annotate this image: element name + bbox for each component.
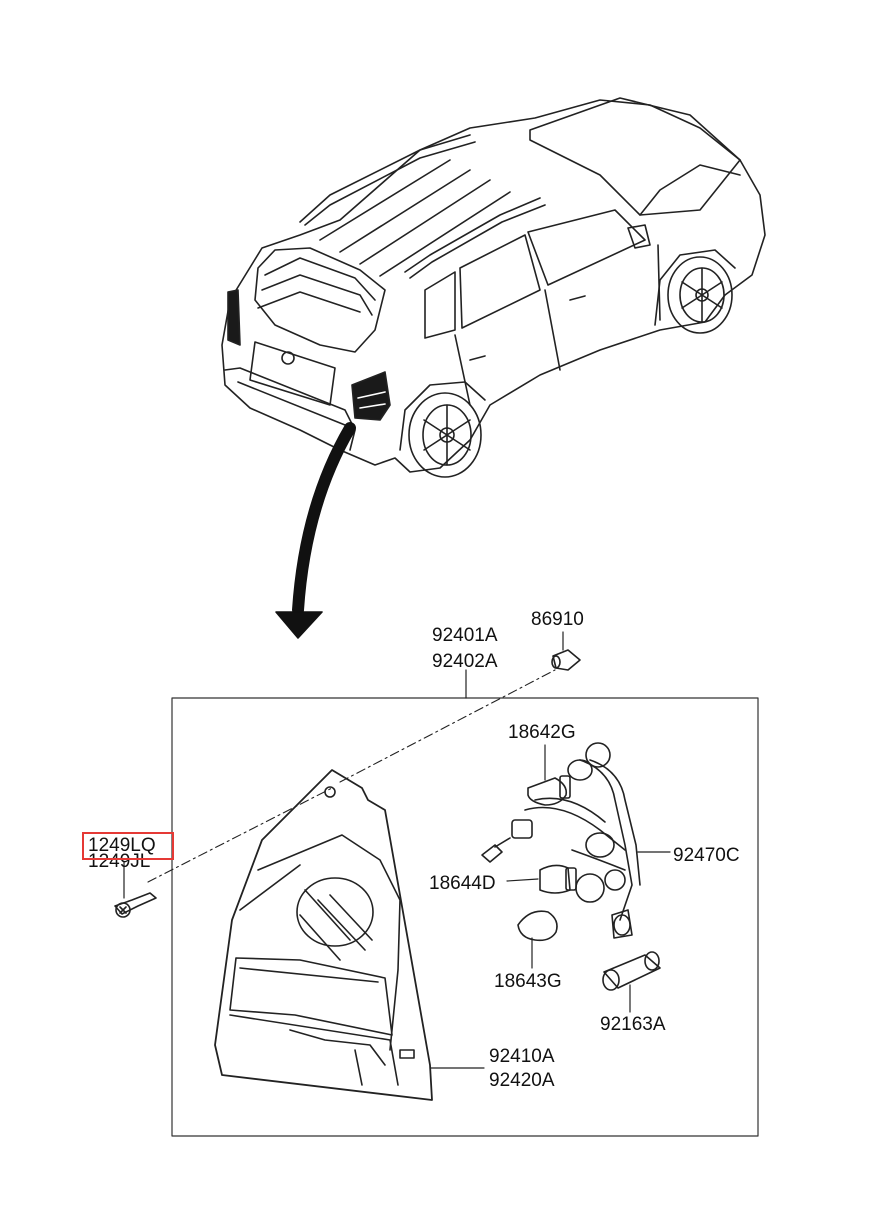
part-label-1249jl: 1249JL	[88, 851, 151, 872]
sleeve-92163a	[602, 951, 661, 991]
bulb-18644d	[539, 864, 577, 894]
grommet-part	[551, 649, 581, 671]
callout-arrow	[275, 422, 356, 639]
part-label-92401a: 92401A	[432, 625, 498, 646]
part-label-1249lq: 1249LQ	[88, 835, 156, 856]
part-label-92402a: 92402A	[432, 651, 498, 672]
wedge-bulb	[481, 837, 511, 863]
part-label-18644d: 18644D	[429, 873, 496, 894]
assembly-frame	[171, 697, 759, 1137]
part-label-92420a: 92420A	[489, 1070, 555, 1091]
highlight-box-1249lq	[82, 832, 174, 860]
bulb-18642g	[527, 775, 571, 806]
part-label-86910: 86910	[531, 609, 584, 630]
wiring-harness	[511, 742, 641, 939]
bulb-18643g	[517, 910, 558, 942]
part-label-92163a: 92163A	[600, 1014, 666, 1035]
screw-part	[114, 892, 157, 918]
vehicle-illustration	[221, 97, 766, 478]
part-label-18643g: 18643G	[494, 971, 562, 992]
part-label-92410a: 92410A	[489, 1046, 555, 1067]
part-label-92470c: 92470C	[673, 845, 740, 866]
tail-lamp-lens	[214, 769, 433, 1101]
part-label-18642g: 18642G	[508, 722, 576, 743]
